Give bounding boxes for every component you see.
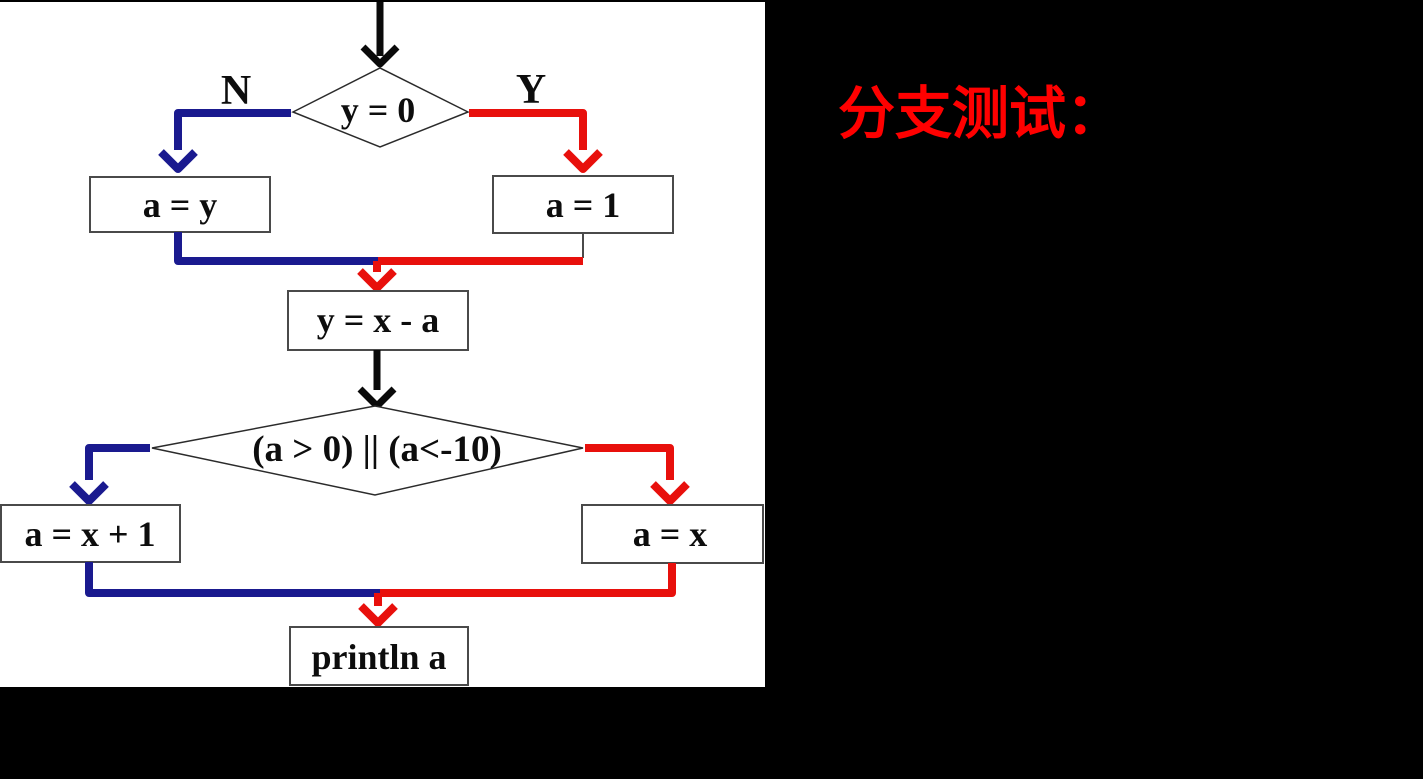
decision-2-label: (a > 0) || (a<-10) xyxy=(252,429,502,470)
yes-branch-merge-line xyxy=(357,257,583,292)
no-branch-2-arrowhead xyxy=(69,481,109,505)
process-a-eq-1 xyxy=(492,175,674,234)
merge-arrowhead-1 xyxy=(357,268,397,292)
process-y-eq-x-minus-a-label: y = x - a xyxy=(317,300,440,340)
branch-yes-label: Y xyxy=(516,67,546,113)
branch-no-label: N xyxy=(221,68,251,114)
start-arrow xyxy=(360,2,400,68)
no-branch-merge-line xyxy=(174,232,378,265)
slide-title: 分支测试： xyxy=(838,83,1123,146)
yes-branch-1-arrowhead xyxy=(563,149,603,173)
no-branch-path-2 xyxy=(69,444,150,505)
process-a-eq-x-label: a = x xyxy=(633,514,708,554)
process-a-eq-x xyxy=(581,504,764,564)
no-branch-path-1 xyxy=(158,109,291,173)
process-println-a xyxy=(289,626,469,686)
decision-a-gt-0-or-a-lt-neg10 xyxy=(151,405,584,496)
process-a-eq-y-label: a = y xyxy=(143,185,218,225)
yes-branch-path-1 xyxy=(469,109,603,173)
process-a-eq-x-plus-1 xyxy=(0,504,181,563)
yes-bottom-merge-segments xyxy=(374,563,676,606)
process-a-eq-y xyxy=(89,176,271,233)
yes-branch-2-arrowhead xyxy=(650,481,690,505)
decision-y-eq-0 xyxy=(291,67,470,148)
decision-y-eq-0-label: y = 0 xyxy=(341,90,416,130)
no-branch-2-line xyxy=(85,444,150,480)
no-branch-1-arrowhead xyxy=(158,149,198,173)
process-println-a-label: println a xyxy=(311,637,446,677)
yes-branch-1-line xyxy=(469,109,587,150)
yes-merge-segments xyxy=(373,257,583,272)
merge-arrowhead-2 xyxy=(358,603,398,627)
yes-branch-2-line xyxy=(585,444,674,480)
no-branch-bottom-merge-line xyxy=(85,562,380,597)
process-a-eq-x-plus-1-label: a = x + 1 xyxy=(24,514,155,554)
process-a-eq-1-label: a = 1 xyxy=(546,185,621,225)
start-arrow-head xyxy=(360,44,400,68)
yes-branch-bottom-merge-line xyxy=(358,563,676,627)
yes-branch-path-2 xyxy=(585,444,690,505)
no-branch-1-line xyxy=(174,109,291,150)
